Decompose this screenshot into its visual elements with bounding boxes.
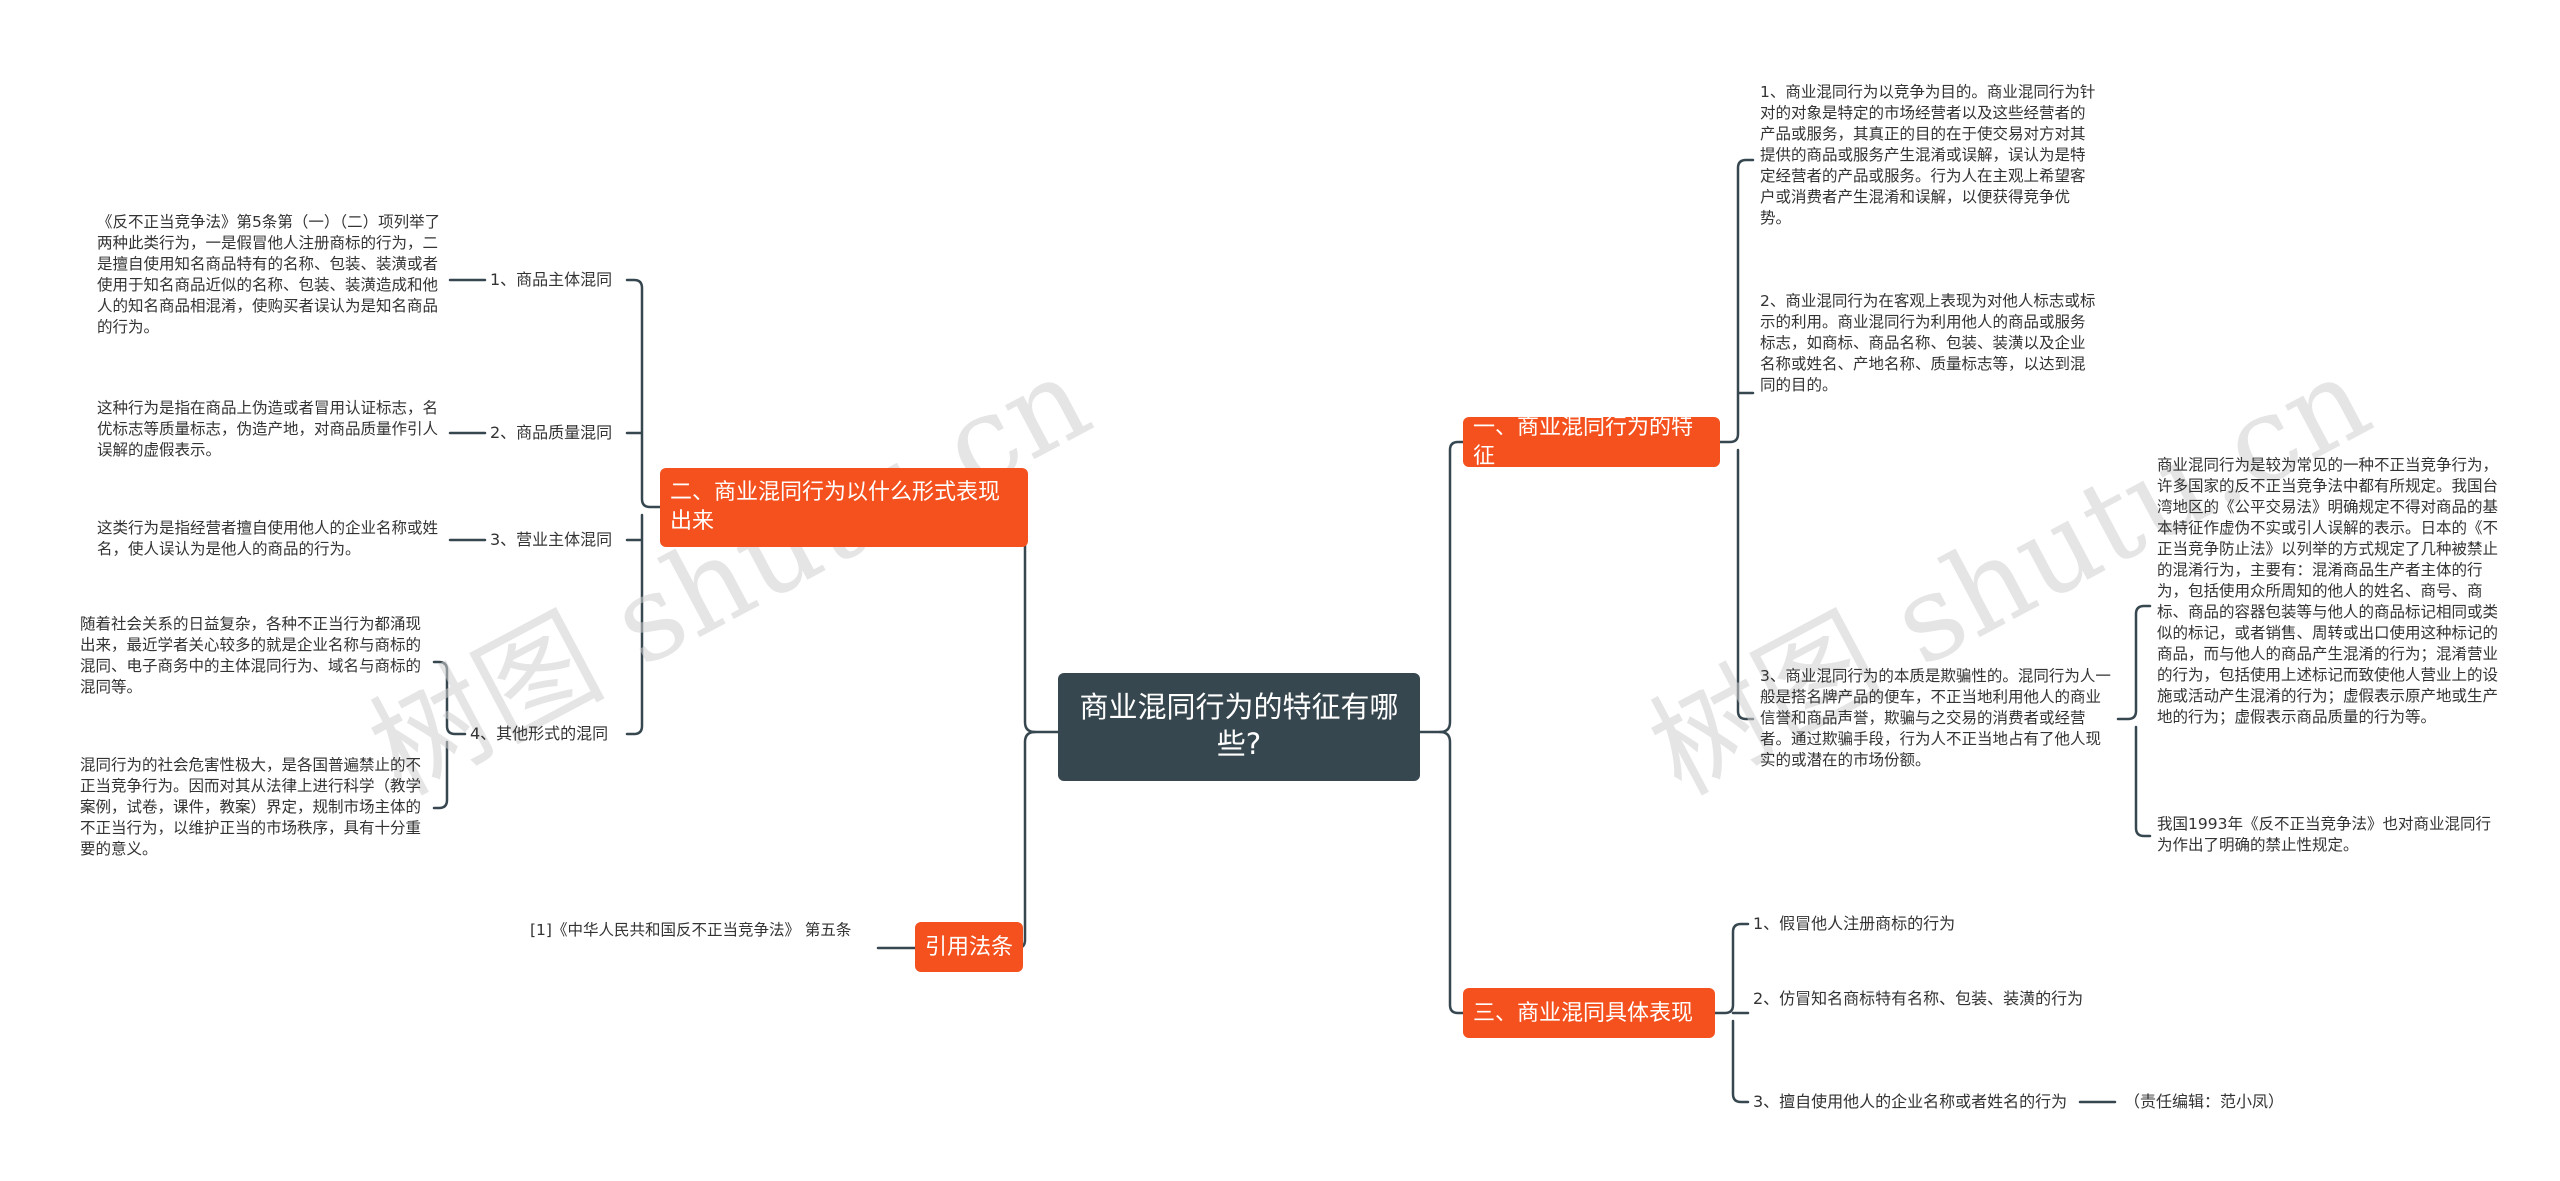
features-item-1-text[interactable]: 1、商业混同行为以竞争为目的。商业混同行为针对的对象是特定的市场经营者以及这些经…	[1760, 83, 2096, 227]
branch-forms[interactable]: 二、商业混同行为以什么形式表现出来	[660, 468, 1028, 547]
specific-item-1[interactable]: 1、假冒他人注册商标的行为	[1753, 914, 1956, 933]
connector-feature3-subs	[2116, 604, 2152, 838]
features-item-2-text[interactable]: 2、商业混同行为在客观上表现为对他人标志或标示的利用。商业混同行为利用他人的商品…	[1760, 292, 2096, 394]
connector-central-law	[1008, 730, 1037, 950]
branch-specific[interactable]: 三、商业混同具体表现	[1463, 988, 1715, 1038]
features-item-3-text[interactable]: 3、商业混同行为的本质是欺骗性的。混同行为人一般是搭名牌产品的便车，不正当地利用…	[1760, 667, 2111, 769]
forms-item-3-text: 这类行为是指经营者擅自使用他人的企业名称或姓名，使人误认为是他人的商品的行为。	[97, 519, 439, 558]
forms-item-4-text-2: 混同行为的社会危害性极大，是各国普遍禁止的不正当竞争行为。因而对其从法律上进行科…	[80, 756, 422, 858]
branch-law[interactable]: 引用法条	[915, 922, 1023, 972]
forms-item-4-label[interactable]: 4、其他形式的混同	[470, 724, 609, 743]
central-topic[interactable]: 商业混同行为的特征有哪些?	[1058, 673, 1420, 781]
forms-item-3-label[interactable]: 3、营业主体混同	[490, 530, 613, 549]
forms-item-2-label[interactable]: 2、商品质量混同	[490, 423, 613, 442]
features-item-3-sub-2: 我国1993年《反不正当竞争法》也对商业混同行为作出了明确的禁止性规定。	[2157, 815, 2491, 854]
branch-features[interactable]: 一、商业混同行为的特征	[1463, 415, 1720, 469]
forms-item-2-text: 这种行为是指在商品上伪造或者冒用认证标志，名优标志等质量标志，伪造产地，对商品质…	[97, 399, 439, 459]
specific-item-3-note: （责任编辑：范小凤）	[2124, 1092, 2285, 1111]
features-item-3-sub-1: 商业混同行为是较为常见的一种不正当竞争行为，许多国家的反不正当竞争法中都有所规定…	[2157, 456, 2499, 726]
forms-item-1-label[interactable]: 1、商品主体混同	[490, 270, 613, 289]
connector-central-specific	[1438, 730, 1465, 1015]
law-text: [1]《中华人民共和国反不正当竞争法》 第五条	[530, 921, 852, 939]
specific-item-2[interactable]: 2、仿冒知名商标特有名称、包装、装潢的行为	[1753, 989, 2084, 1008]
connector-forms-items	[625, 278, 662, 736]
forms-item-1-text: 《反不正当竞争法》第5条第（一）（二）项列举了两种此类行为，一是假冒他人注册商标…	[97, 213, 441, 336]
forms-item-4-text-1: 随着社会关系的日益复杂，各种不正当行为都涌现出来，最近学者关心较多的就是企业名称…	[80, 615, 422, 696]
specific-item-3[interactable]: 3、擅自使用他人的企业名称或者姓名的行为	[1753, 1092, 2068, 1111]
connector-item4-texts	[432, 660, 467, 810]
connector-central-features	[1418, 440, 1465, 734]
connector-features-items	[1718, 158, 1755, 721]
connector-specific-items	[1713, 922, 1750, 1104]
